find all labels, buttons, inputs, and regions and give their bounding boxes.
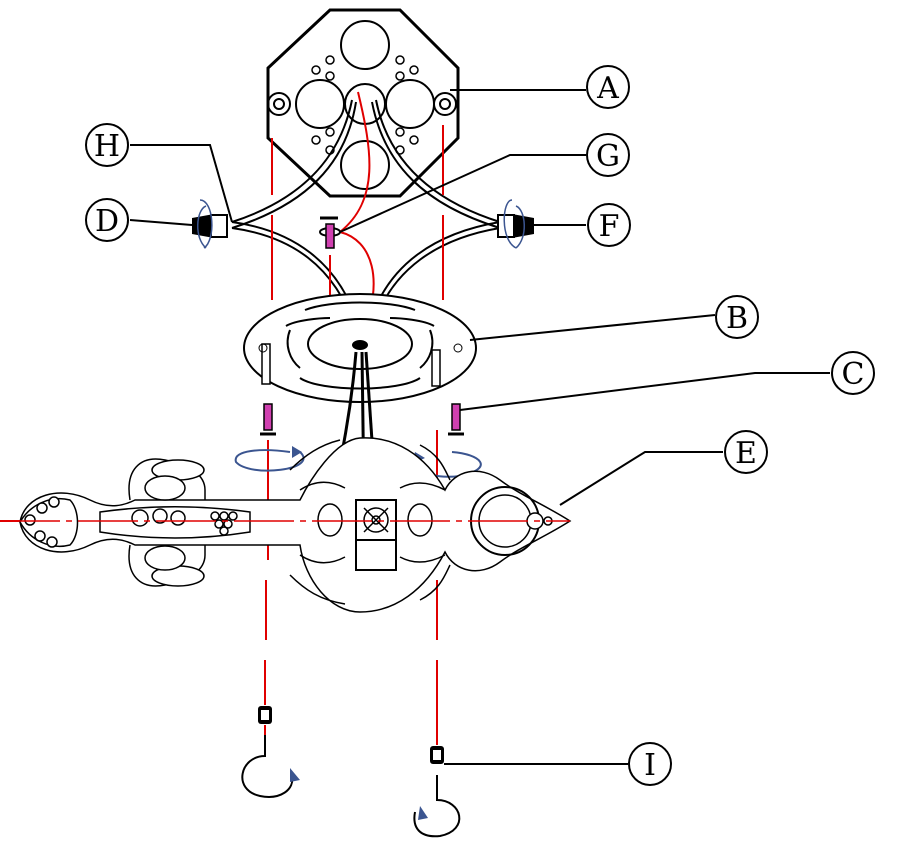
svg-text:G: G: [596, 139, 620, 174]
decorative-nut-right: [430, 746, 444, 764]
callout-B: B: [715, 295, 759, 339]
callout-E: E: [724, 430, 768, 474]
mounting-plate: [243, 293, 477, 403]
svg-text:B: B: [726, 301, 748, 336]
svg-text:A: A: [596, 71, 619, 106]
callout-F: F: [587, 203, 631, 247]
callout-D: D: [85, 198, 129, 242]
svg-text:E: E: [735, 436, 757, 471]
callout-G: G: [586, 133, 630, 177]
wire-nut-left: [192, 199, 228, 249]
rotation-arrow-right: [413, 775, 461, 838]
svg-text:H: H: [94, 129, 120, 164]
callout-A: A: [586, 65, 630, 109]
wire-nut-right: [497, 199, 534, 249]
svg-text:F: F: [599, 209, 620, 244]
rotation-arrow-left: [241, 735, 300, 798]
callout-H: H: [85, 123, 129, 167]
ground-screw: [319, 216, 341, 249]
callout-leaders: [129, 89, 830, 765]
decorative-nut-left: [258, 706, 272, 724]
svg-text:I: I: [644, 748, 656, 783]
fixture-backplate: [19, 437, 572, 613]
junction-box: [266, 8, 460, 198]
svg-text:D: D: [95, 204, 119, 239]
mounting-screws: [260, 403, 464, 436]
svg-text:C: C: [842, 357, 865, 392]
callout-I: I: [628, 742, 672, 786]
callout-C: C: [831, 351, 875, 395]
